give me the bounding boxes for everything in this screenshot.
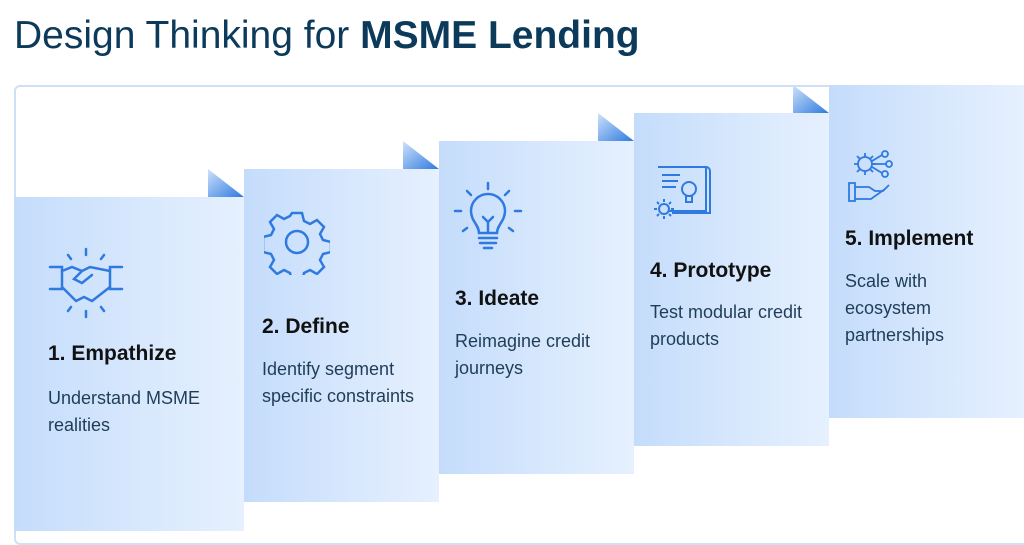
step-card-ideate: 3. Ideate Reimagine credit journeys (439, 141, 634, 474)
step-description: Understand MSME realities (48, 388, 201, 435)
fold-corner (403, 141, 439, 169)
blueprint-icon (654, 166, 711, 219)
step-card-implement: 5. Implement Scale with ecosystem partne… (829, 85, 1024, 418)
step-title: 2. Define (262, 315, 350, 338)
fold-corner (793, 85, 829, 113)
step-title: 4. Prototype (650, 259, 772, 282)
step-card-empathize: 1. Empathize Understand MSME realities (14, 197, 244, 531)
step-description: Scale with ecosystem partnerships (845, 271, 945, 345)
step-card-define: 2. Define Identify segment specific cons… (244, 169, 439, 502)
handshake-icon (48, 247, 124, 319)
step-description: Reimagine credit journeys (455, 331, 591, 378)
step-title: 3. Ideate (455, 287, 540, 310)
title-regular: Design Thinking for (14, 14, 361, 57)
step-title: 5. Implement (845, 227, 974, 250)
gear-icon (264, 211, 330, 275)
page-title: Design Thinking for MSME Lending (14, 14, 640, 58)
step-card-prototype: 4. Prototype Test modular credit product… (634, 113, 829, 446)
fold-corner (208, 169, 244, 197)
title-bold: MSME Lending (360, 14, 640, 57)
hand-gears-icon (848, 150, 893, 202)
step-description: Test modular credit products (650, 302, 803, 349)
step-title: 1. Empathize (48, 342, 177, 365)
fold-corner (598, 113, 634, 141)
step-description: Identify segment specific constraints (262, 359, 415, 406)
lightbulb-icon (453, 181, 523, 250)
